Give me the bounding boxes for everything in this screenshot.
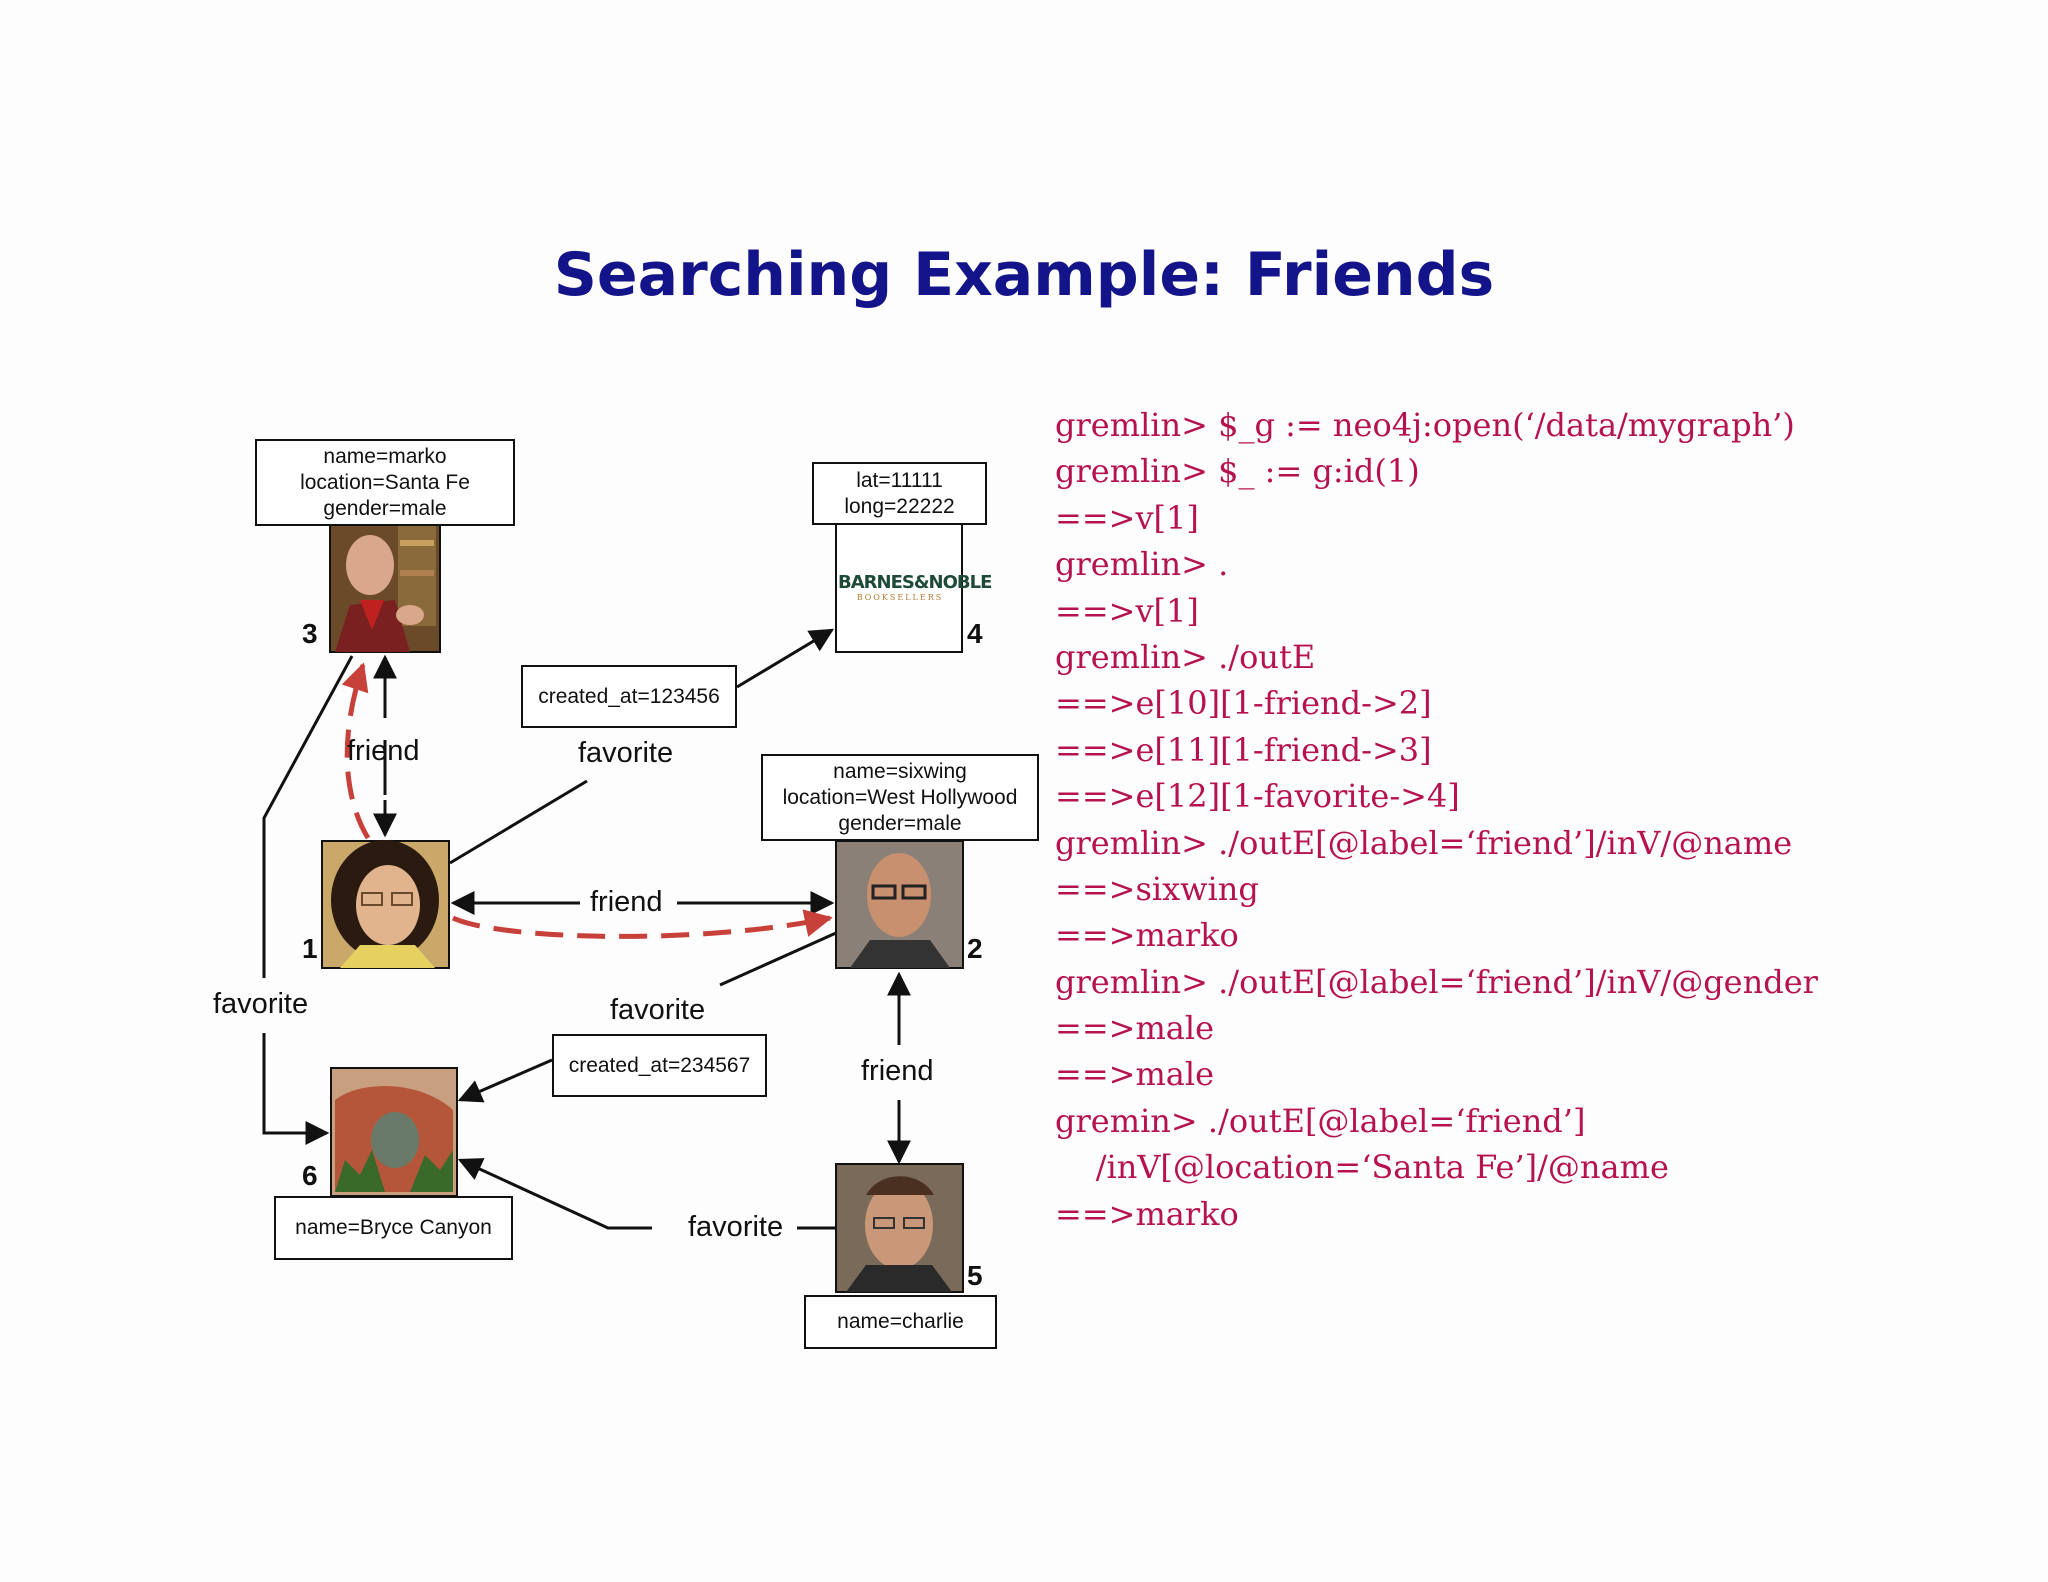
- code-line: ==>male: [1055, 1055, 1215, 1094]
- edge-label-favorite-2-6: favorite: [610, 994, 706, 1026]
- prop-line: name=Bryce Canyon: [295, 1216, 492, 1239]
- logo-name: BARNES&NOBLE: [838, 572, 992, 593]
- prop-line: name=marko: [323, 444, 447, 468]
- node-1-photo: [321, 840, 450, 969]
- gremlin-code: gremlin> $_g := neo4j:open(‘/data/mygrap…: [1055, 402, 1818, 1237]
- logo-sub: BOOKSELLERS: [856, 593, 944, 602]
- edge-favorite-5-6: [457, 1158, 836, 1230]
- node-id-4: 4: [967, 618, 983, 649]
- traversal-path: [341, 662, 833, 939]
- prop-line: gender=male: [838, 811, 962, 835]
- node-2-props: name=sixwing location=West Hollywood gen…: [761, 754, 1039, 841]
- node-id-2: 2: [967, 933, 983, 964]
- prop-line: name=sixwing: [833, 759, 967, 783]
- prop-line: created_at=234567: [568, 1053, 751, 1077]
- node-6-props: name=Bryce Canyon: [274, 1196, 513, 1260]
- code-line: gremlin> $_ := g:id(1): [1055, 452, 1420, 491]
- code-line: gremlin> ./outE[@label=‘friend’]/inV/@ge…: [1055, 962, 1818, 1001]
- code-line: /inV[@location=‘Santa Fe’]/@name: [1055, 1148, 1669, 1187]
- node-id-3: 3: [302, 618, 318, 649]
- node-2-photo: [835, 840, 964, 969]
- edge-2-6-props: created_at=234567: [552, 1034, 767, 1097]
- code-line: gremin> ./outE[@label=‘friend’]: [1055, 1101, 1586, 1140]
- node-5-photo: [835, 1163, 964, 1293]
- prop-line: long=22222: [844, 494, 955, 518]
- edge-favorite-1-4: [449, 628, 835, 865]
- code-line: ==>marko: [1055, 1194, 1239, 1233]
- bookstore-logo: BARNES&NOBLE BOOKSELLERS: [838, 572, 992, 602]
- prop-line: location=Santa Fe: [300, 470, 470, 494]
- code-line: gremlin> $_g := neo4j:open(‘/data/mygrap…: [1055, 406, 1795, 444]
- prop-line: lat=11111: [856, 468, 943, 492]
- code-line: gremlin> .: [1055, 545, 1229, 584]
- edge-label-favorite-1-4: favorite: [578, 737, 674, 769]
- code-line: ==>sixwing: [1055, 869, 1259, 908]
- edge-favorite-2-6: [457, 931, 837, 1103]
- node-4-photo: [835, 521, 963, 653]
- slide-title: Searching Example: Friends: [553, 240, 1495, 310]
- edge-favorite-3-6: [262, 655, 354, 1145]
- edge-label-friend-1-2: friend: [590, 886, 663, 918]
- code-line: ==>marko: [1055, 916, 1239, 955]
- prop-line: created_at=123456: [538, 684, 720, 708]
- code-line: gremlin> ./outE: [1055, 637, 1316, 676]
- code-line: ==>v[1]: [1055, 591, 1199, 630]
- code-line: ==>male: [1055, 1009, 1215, 1048]
- node-id-1: 1: [302, 933, 318, 964]
- edge-label-favorite-3-6: favorite: [213, 988, 309, 1020]
- node-3-photo: [329, 521, 441, 653]
- edge-1-4-props: created_at=123456: [521, 665, 737, 728]
- prop-line: gender=male: [323, 496, 447, 520]
- prop-line: location=West Hollywood: [782, 785, 1018, 809]
- prop-line: name=charlie: [837, 1310, 964, 1333]
- code-line: gremlin> ./outE[@label=‘friend’]/inV/@na…: [1055, 823, 1793, 862]
- edge-label-friend-1-3: friend: [347, 735, 420, 767]
- node-id-5: 5: [967, 1260, 983, 1291]
- node-5-props: name=charlie: [804, 1295, 997, 1349]
- node-3-props: name=marko location=Santa Fe gender=male: [255, 439, 515, 526]
- edge-label-favorite-5-6: favorite: [688, 1211, 784, 1243]
- node-4-props: lat=11111 long=22222: [812, 462, 987, 525]
- code-line: ==>e[12][1-favorite->4]: [1055, 777, 1460, 816]
- edge-label-friend-2-5: friend: [861, 1055, 934, 1087]
- code-line: ==>e[10][1-friend->2]: [1055, 684, 1432, 723]
- node-6-photo: [330, 1067, 458, 1197]
- node-id-6: 6: [302, 1160, 318, 1191]
- code-line: ==>v[1]: [1055, 498, 1199, 537]
- code-line: ==>e[11][1-friend->3]: [1055, 730, 1432, 769]
